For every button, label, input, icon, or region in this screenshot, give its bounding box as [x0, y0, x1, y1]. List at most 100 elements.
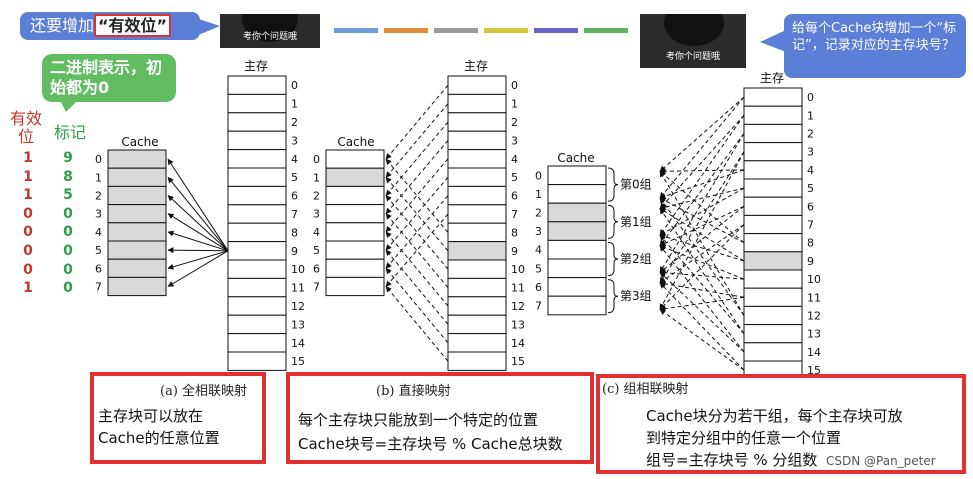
description-box-b — [286, 372, 594, 464]
memory-a-index: 9 — [291, 245, 298, 258]
memory-b-cell — [447, 296, 507, 316]
memory-a-cell — [227, 204, 287, 224]
memory-b-index: 6 — [511, 190, 518, 203]
group-brace — [607, 204, 619, 239]
cache-c-index: 1 — [535, 188, 542, 201]
group-label: 第3组 — [620, 289, 652, 303]
memory-c-index: 4 — [807, 164, 814, 177]
memory-a-cell — [227, 149, 287, 169]
mapping-arrow — [659, 205, 745, 273]
mapping-arrow — [385, 158, 449, 233]
cache-b-index: 6 — [313, 262, 320, 275]
memory-c-index: 9 — [807, 255, 814, 268]
tag-value: 0 — [63, 243, 73, 259]
memory-a-index: 13 — [291, 318, 305, 331]
description-box-a — [90, 372, 266, 464]
mapping-arrow — [385, 176, 449, 251]
cache-b-index: 2 — [313, 190, 320, 203]
memory-a-cell — [227, 259, 287, 279]
mapping-arrow — [659, 244, 745, 280]
thumbnail-caption: 考你个问题哦 — [665, 52, 720, 62]
memory-a-cell — [227, 130, 287, 151]
cache-b-cell — [325, 258, 385, 278]
bubble-pointer-right — [760, 30, 786, 52]
memory-b-cell — [447, 333, 507, 353]
color-bar — [484, 28, 528, 33]
green-bubble-text: 二进制表示，初始都为0 — [50, 58, 163, 97]
memory-c-index: 7 — [807, 219, 814, 232]
memory-c-cell — [743, 251, 803, 271]
cache-b-index: 5 — [313, 244, 320, 257]
video-thumbnail-right: 考你个问题哦 — [640, 14, 746, 68]
valid-bit-value: 0 — [23, 243, 33, 259]
memory-b-cell — [447, 112, 507, 132]
memory-b-cell — [447, 241, 507, 261]
mapping-arrow — [385, 195, 449, 270]
memory-a-cell — [227, 167, 287, 187]
group-label: 第2组 — [620, 252, 652, 266]
mapping-arrow — [659, 224, 745, 284]
color-bar — [434, 28, 478, 33]
cache-b-index: 4 — [313, 226, 320, 239]
desc-b-line1: 每个主存块只能放到一个特定的位置 — [298, 411, 539, 429]
memory-b-cell — [447, 314, 507, 335]
cache-a-cell — [107, 276, 167, 297]
watermark: CSDN @Pan_peter — [826, 454, 936, 468]
cache-a-cell — [107, 149, 167, 169]
color-bar — [584, 28, 628, 33]
memory-b-index: 5 — [511, 171, 518, 184]
cache-c-cell — [547, 184, 607, 204]
memory-b-cell — [447, 130, 507, 151]
mapping-arrow — [659, 208, 745, 262]
tag-value: 0 — [63, 280, 73, 297]
hint-highlight: “有效位” — [94, 14, 172, 37]
memory-c-cell — [743, 105, 803, 125]
mapping-arrow — [659, 208, 745, 334]
mapping-arrow — [167, 250, 229, 287]
cache-c-index: 5 — [535, 262, 542, 275]
group-brace — [607, 241, 619, 277]
mapping-arrow — [385, 231, 449, 307]
mapping-arrow — [385, 213, 449, 288]
group-label: 第0组 — [620, 178, 652, 192]
mapping-arrow — [385, 158, 449, 233]
memory-c-cell — [743, 196, 803, 216]
memory-b-cell — [447, 93, 507, 114]
cache-title: Cache — [337, 135, 374, 149]
desc-a-line1: 主存块可以放在 — [98, 407, 204, 425]
cache-a-cell — [107, 167, 167, 187]
cache-a-cell — [107, 185, 167, 206]
memory-c-index: 12 — [807, 310, 821, 323]
mapping-arrow — [659, 205, 745, 247]
valid-bit-value: 1 — [23, 187, 33, 204]
memory-c-cell — [743, 123, 803, 144]
cache-c-index: 6 — [535, 281, 542, 294]
memory-c-index: 1 — [807, 109, 814, 122]
memory-a-cell — [227, 112, 287, 132]
mapping-arrow — [659, 151, 745, 284]
memory-c-cell — [743, 342, 803, 362]
cache-b-index: 0 — [313, 153, 320, 166]
desc-c-line2: 到特定分组中的任意一个位置 — [646, 429, 842, 447]
memory-a-cell — [227, 241, 287, 261]
desc-c-line3: 组号=主存块号 % 分组数 — [646, 451, 818, 469]
mapping-arrow — [659, 114, 745, 209]
cache-b-cell — [325, 185, 385, 206]
cache-b-index: 7 — [313, 281, 320, 294]
memory-b-cell — [447, 75, 507, 95]
valid-bit-value: 0 — [23, 224, 33, 241]
cache-c-cell — [547, 258, 607, 279]
cache-c-index: 4 — [535, 244, 542, 257]
mapping-arrow — [659, 133, 745, 273]
cache-c-index: 3 — [535, 225, 542, 238]
mapping-arrow — [659, 170, 745, 316]
mapping-arrow — [659, 115, 745, 236]
memory-a-cell — [227, 75, 287, 95]
hint-bubble-top-right: 给每个Cache块增加一个“标记”，记录对应的主存块号？ — [784, 14, 966, 78]
diagram-set-associative: Cache01234567第0组第1组第2组第3组主存0123456789101… — [535, 71, 821, 380]
memory-a-index: 1 — [291, 98, 298, 111]
memory-a-cell — [227, 333, 287, 353]
video-thumbnail-left: 考你个问题哦 — [220, 14, 320, 48]
cache-a-index: 1 — [95, 171, 102, 184]
mapping-arrow — [167, 213, 229, 252]
